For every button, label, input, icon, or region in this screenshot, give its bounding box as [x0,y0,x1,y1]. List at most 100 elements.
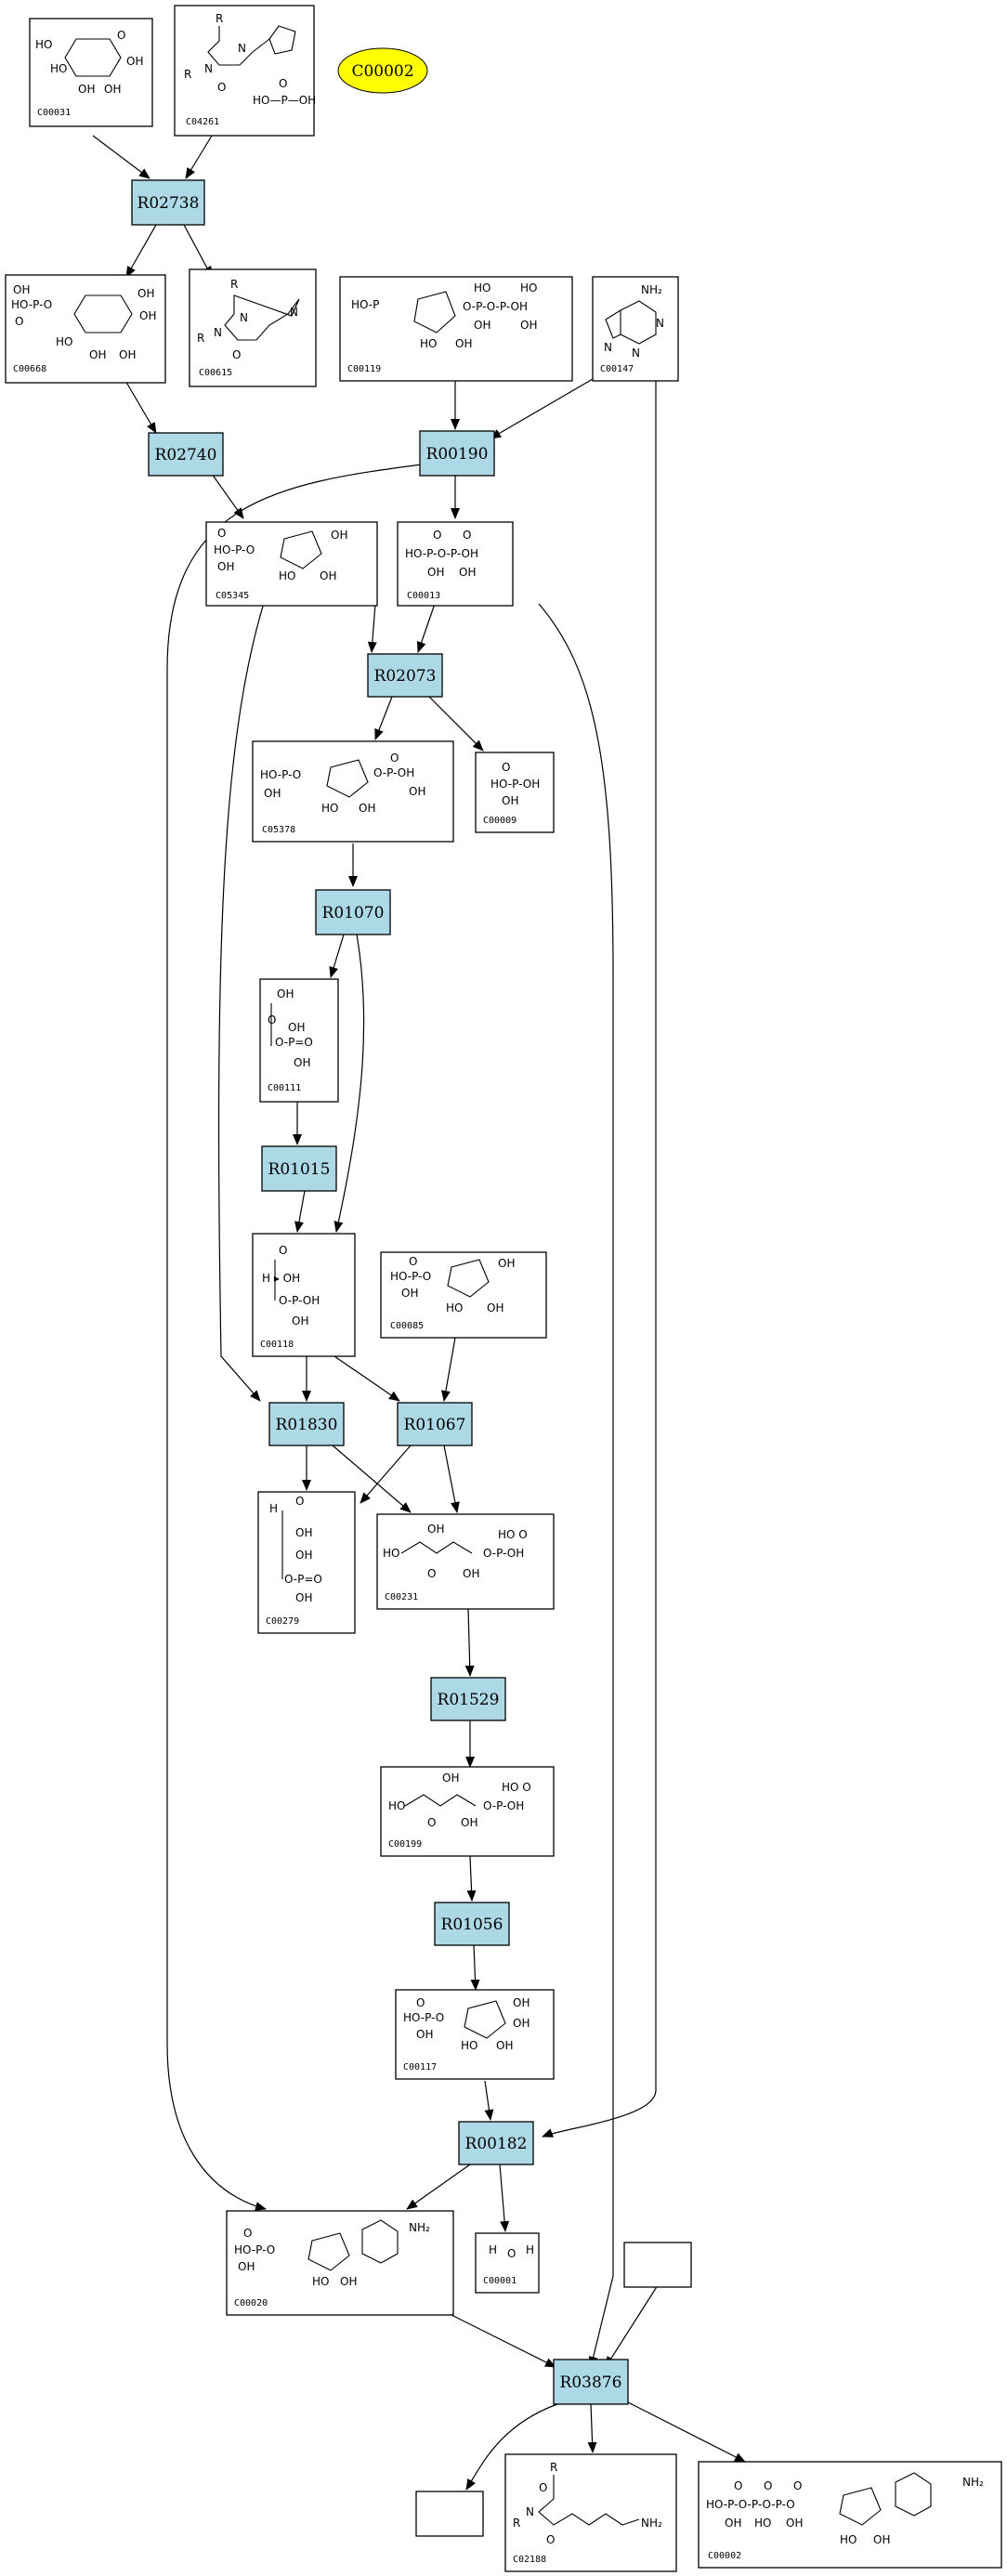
svg-text:OH: OH [139,309,156,322]
svg-text:OH: OH [78,83,95,96]
svg-text:O-P-OH: O-P-OH [373,766,414,779]
svg-text:R: R [216,12,223,25]
svg-text:HO: HO [420,337,437,350]
svg-text:HO-P-O-P-O-P-O: HO-P-O-P-O-P-O [706,2498,795,2511]
svg-text:OH: OH [873,2533,890,2546]
empty-compound-box-upper[interactable] [623,2242,692,2288]
svg-text:HO: HO [461,2039,477,2052]
svg-text:OH: OH [126,55,143,68]
svg-text:NH₂: NH₂ [641,2517,662,2530]
reaction-R03876[interactable]: R03876 [553,2359,629,2405]
svg-text:N: N [238,42,246,55]
reaction-R02740[interactable]: R02740 [148,432,224,477]
reaction-R02738[interactable]: R02738 [131,179,205,226]
compound-id: C00117 [403,2062,437,2073]
compound-C00111[interactable]: OHO OHO-P=O OH C00111 [259,978,339,1103]
svg-text:O: O [279,77,287,90]
svg-text:HO-P-O: HO-P-O [234,2243,275,2256]
svg-text:HO: HO [388,1799,405,1812]
svg-text:OH: OH [137,287,154,300]
svg-text:H: H [526,2243,534,2256]
svg-text:OH: OH [13,283,30,296]
reaction-label: R01529 [438,1691,500,1709]
reaction-label: R01070 [322,904,385,922]
svg-text:HO-P-O: HO-P-O [214,543,255,556]
svg-text:HO: HO [474,281,490,294]
svg-text:HO: HO [520,281,537,294]
reaction-label: R02740 [155,446,217,464]
svg-text:HO: HO [446,1301,463,1314]
reaction-R01056[interactable]: R01056 [434,1902,510,1946]
svg-text:OH: OH [295,1549,312,1562]
svg-text:OH: OH [416,2028,433,2041]
empty-compound-box-lower[interactable] [415,2491,484,2537]
svg-text:OH: OH [427,1523,444,1536]
reaction-label: R01056 [441,1916,504,1934]
svg-text:H ▸ OH: H ▸ OH [262,1272,300,1285]
svg-text:OH: OH [725,2517,741,2530]
svg-text:N: N [204,62,213,75]
reaction-R01070[interactable]: R01070 [315,889,391,935]
svg-text:R: R [230,278,238,291]
svg-text:NH₂: NH₂ [962,2476,984,2489]
svg-text:N: N [656,317,664,330]
compound-id: C00001 [483,2276,517,2286]
reaction-label: R01015 [268,1160,331,1179]
reaction-R02073[interactable]: R02073 [367,653,443,698]
reaction-R01067[interactable]: R01067 [397,1402,473,1446]
svg-text:O: O [279,1244,287,1257]
reaction-label: R01830 [276,1416,338,1434]
svg-text:OH: OH [442,1772,459,1785]
svg-text:O: O [427,1567,436,1580]
reaction-R00182[interactable]: R00182 [458,2121,534,2165]
compound-id: C04261 [186,117,219,127]
svg-text:O: O [502,761,510,774]
svg-text:N: N [240,311,248,324]
svg-text:N: N [526,2505,534,2518]
reaction-R01830[interactable]: R01830 [268,1402,345,1446]
compound-C00615[interactable]: RN NR ON C00615 [189,268,317,387]
svg-text:O: O [793,2479,802,2492]
svg-text:OH: OH [513,1996,530,2009]
tag-label: C00002 [351,62,413,81]
reaction-R01529[interactable]: R01529 [430,1677,506,1721]
svg-text:OH: OH [295,1591,312,1604]
svg-text:O: O [539,2481,547,2494]
svg-text:HO: HO [754,2517,771,2530]
compound-tag[interactable]: C00002 [337,47,428,94]
svg-text:O: O [734,2479,742,2492]
reaction-label: R02073 [374,667,437,686]
reaction-R00190[interactable]: R00190 [419,430,495,477]
svg-text:O-P-OH: O-P-OH [279,1294,320,1307]
compound-C00009[interactable]: OHO-P-OH OH C00009 [475,752,555,833]
compound-id: C00031 [37,108,71,118]
reaction-R01015[interactable]: R01015 [261,1145,337,1192]
svg-text:OH: OH [520,319,537,332]
svg-text:NH₂: NH₂ [641,283,662,296]
svg-text:O: O [217,81,226,94]
svg-text:HO-P-O: HO-P-O [11,298,52,311]
compound-id: C00147 [600,364,634,374]
svg-text:HO-P: HO-P [351,298,379,311]
svg-text:HO-P-O: HO-P-O [390,1270,431,1283]
svg-text:N: N [604,341,612,354]
svg-text:O: O [433,529,441,542]
